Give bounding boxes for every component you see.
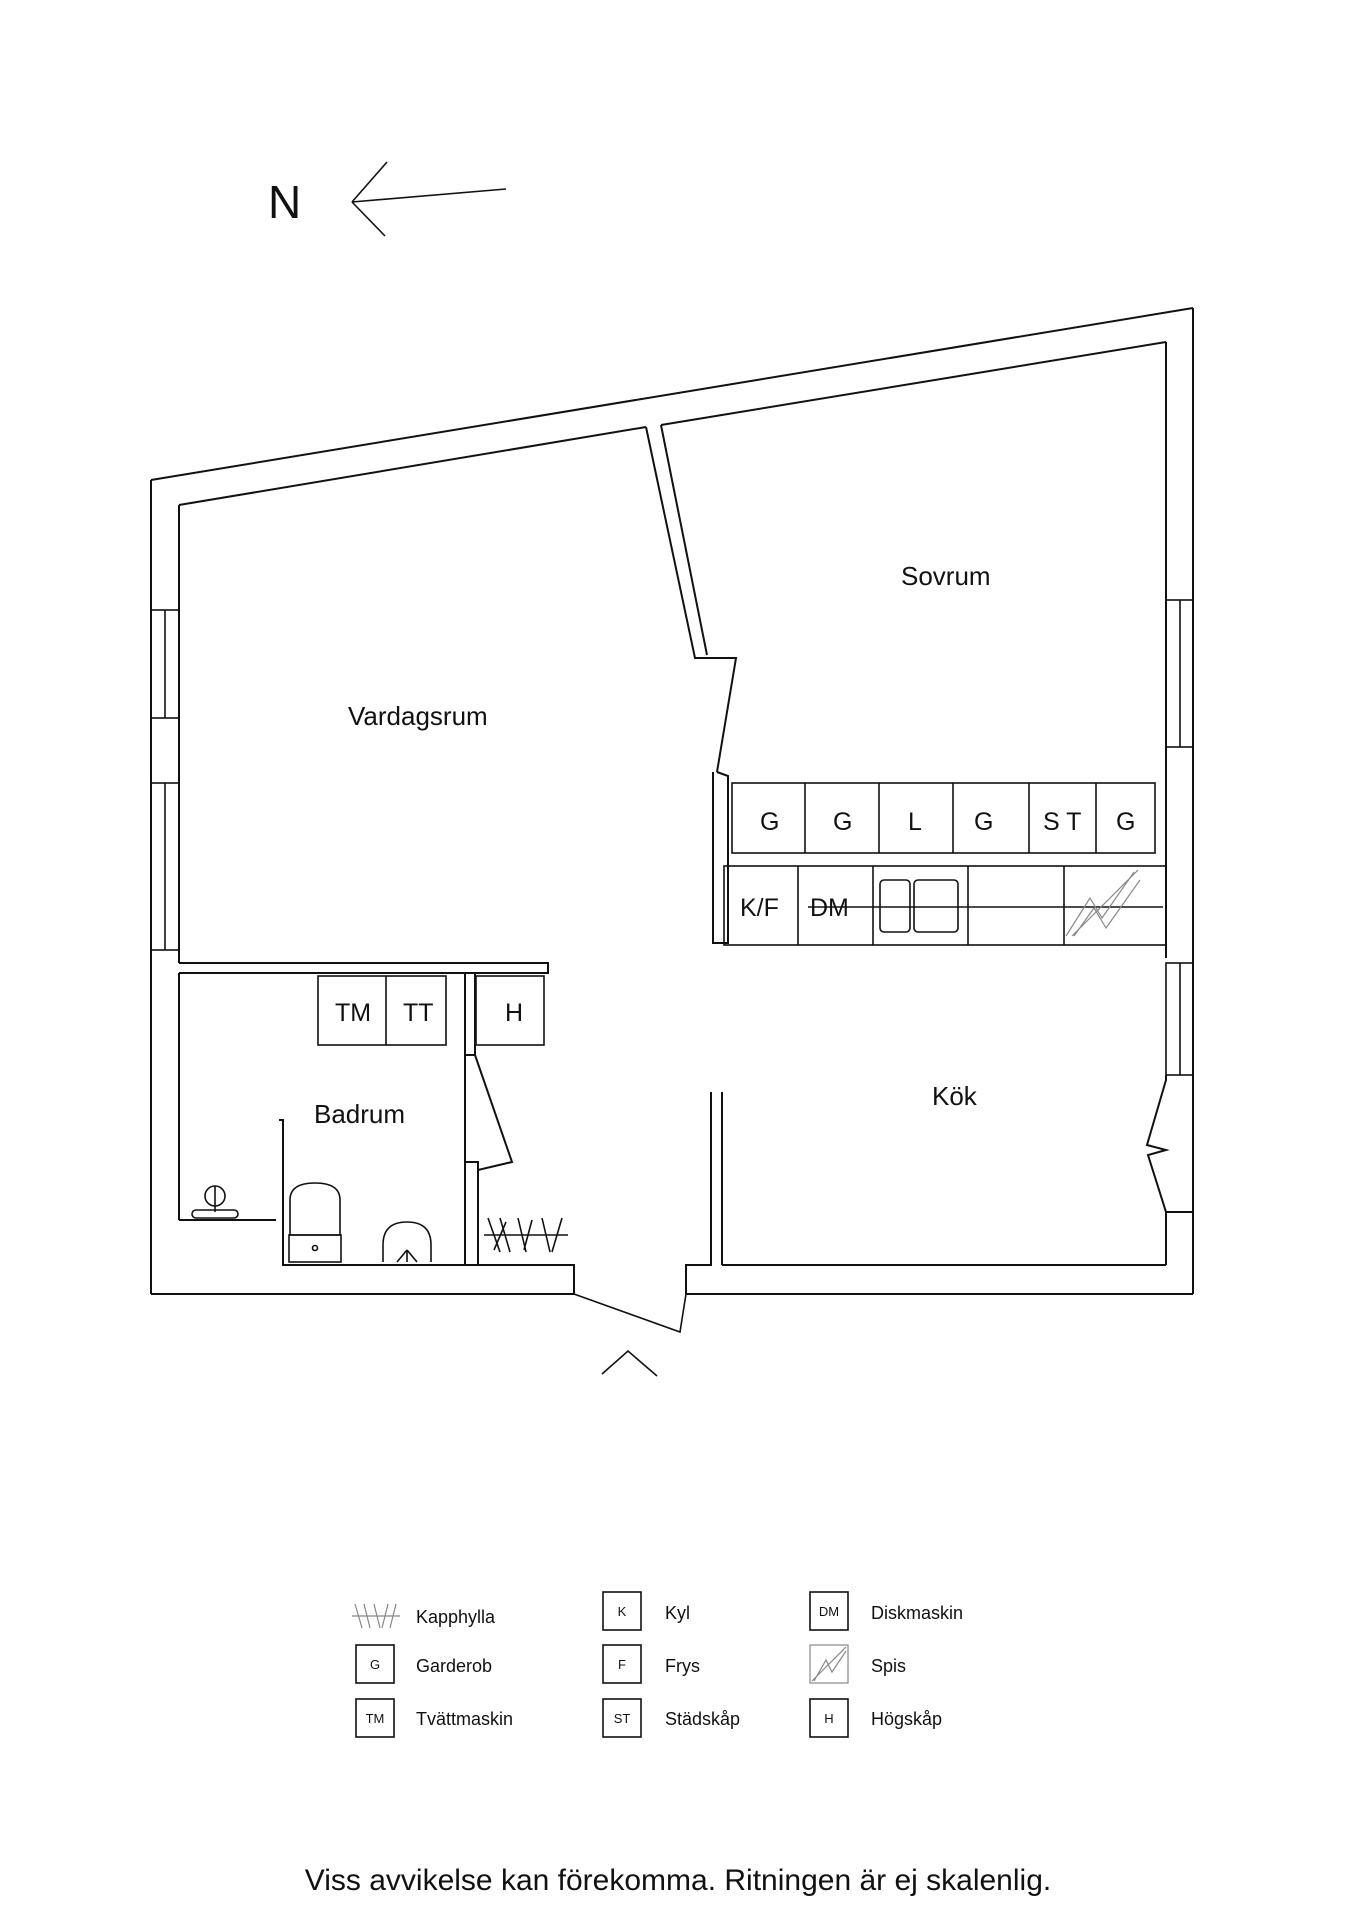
wardrobe-label: G — [760, 808, 779, 836]
wardrobe-row: G G L G S T G — [731, 782, 1156, 854]
legend-label: Spis — [871, 1656, 906, 1676]
cleaning-cabinet-label: S T — [1043, 808, 1081, 836]
legend-item: K Kyl — [602, 1591, 690, 1631]
tall-cabinet-label: H — [505, 999, 523, 1027]
wardrobe-label: G — [1116, 808, 1135, 836]
stove-icon — [809, 1644, 849, 1684]
linen-cabinet-label: L — [908, 808, 922, 836]
coat-rack-icon — [352, 1603, 400, 1629]
wall-living-bedroom — [645, 424, 738, 944]
compass: N — [268, 161, 507, 237]
entrance-arrow-icon — [601, 1349, 658, 1377]
legend-label: Kapphylla — [416, 1607, 496, 1627]
wardrobe-label: G — [833, 808, 852, 836]
bathroom-walls — [178, 962, 549, 1266]
tumble-dryer-label: TT — [403, 999, 434, 1027]
room-label-kitchen: Kök — [932, 1081, 978, 1111]
legend-abbr: H — [824, 1711, 833, 1726]
legend-item: Spis — [809, 1644, 906, 1684]
kitchen-row: K/F DM — [723, 865, 1167, 946]
hall-cabinet: H — [475, 975, 545, 1046]
disclaimer-text: Viss avvikelse kan förekomma. Ritningen … — [305, 1864, 1051, 1897]
north-label: N — [268, 176, 301, 228]
wardrobe-label: G — [974, 808, 993, 836]
room-label-bathroom: Badrum — [314, 1099, 405, 1129]
legend-item: H Högskåp — [809, 1698, 942, 1738]
legend-item: G Garderob — [355, 1644, 492, 1684]
fridge-freezer-label: K/F — [740, 894, 779, 922]
legend-item: DM Diskmaskin — [809, 1591, 963, 1631]
window-right-1 — [1165, 599, 1194, 748]
outer-walls — [150, 307, 1194, 1334]
coat-rack-icon — [484, 1217, 568, 1253]
room-label-bedroom: Sovrum — [901, 561, 991, 591]
shower-icon — [382, 1221, 432, 1263]
window-right-2 — [1165, 962, 1194, 1076]
legend-label: Städskåp — [665, 1709, 740, 1729]
stove-icon — [1065, 869, 1141, 937]
legend-label: Garderob — [416, 1656, 492, 1676]
window-left-2 — [150, 782, 180, 951]
legend-item: F Frys — [602, 1644, 700, 1684]
toilet-icon — [288, 1182, 342, 1263]
legend-abbr: DM — [819, 1604, 839, 1619]
legend-label: Kyl — [665, 1603, 690, 1623]
north-arrow-icon — [351, 161, 507, 237]
bath-units: TM TT — [317, 975, 447, 1046]
window-left-1 — [150, 609, 180, 719]
legend-label: Diskmaskin — [871, 1603, 963, 1623]
sink-icon — [879, 879, 959, 933]
washbasin-icon — [191, 1185, 239, 1219]
legend-item: TM Tvättmaskin — [355, 1698, 513, 1738]
room-label-living: Vardagsrum — [348, 701, 488, 731]
legend-abbr: F — [618, 1657, 626, 1672]
washing-machine-label: TM — [335, 999, 371, 1027]
dishwasher-label: DM — [810, 894, 849, 922]
legend-abbr: ST — [614, 1711, 631, 1726]
legend-abbr: G — [370, 1657, 380, 1672]
legend-label: Frys — [665, 1656, 700, 1676]
legend-item: Kapphylla — [352, 1603, 496, 1629]
legend-item: ST Städskåp — [602, 1698, 740, 1738]
legend-label: Tvättmaskin — [416, 1709, 513, 1729]
legend-abbr: K — [618, 1604, 627, 1619]
legend-abbr: TM — [366, 1711, 385, 1726]
legend: Kapphylla G Garderob TM Tvättmaskin K Ky… — [352, 1591, 963, 1738]
legend-label: Högskåp — [871, 1709, 942, 1729]
